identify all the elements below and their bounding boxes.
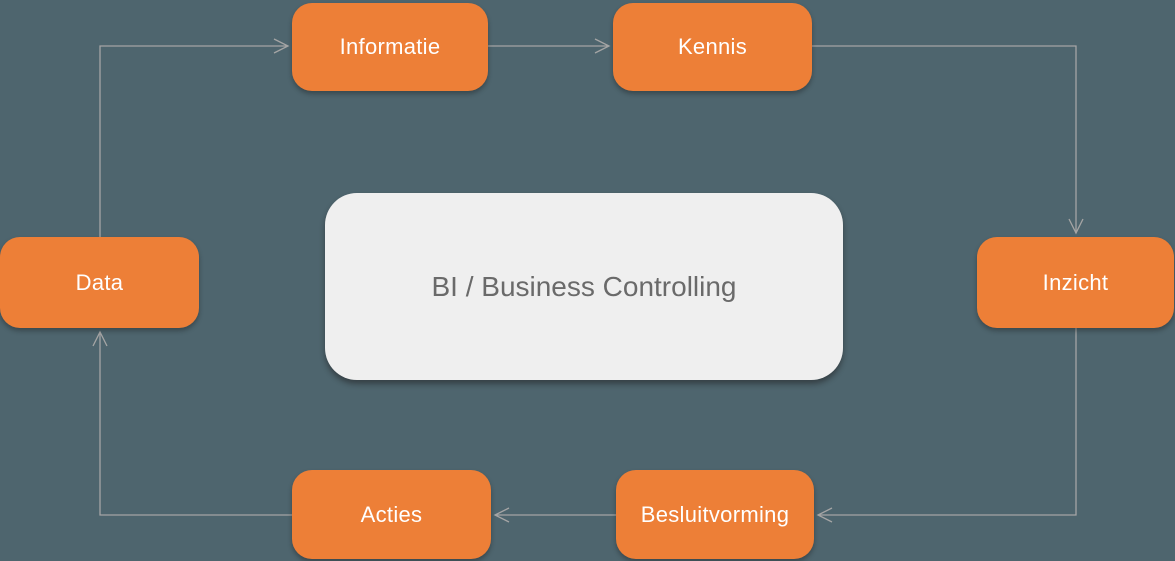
node-data: Data — [0, 237, 199, 328]
connector-acties-data-arrowhead — [92, 330, 108, 347]
connector-besluitvorming-acties-arrowhead — [493, 507, 510, 523]
node-kennis-label: Kennis — [677, 34, 748, 59]
node-acties: Acties — [292, 470, 491, 559]
connector-kennis-inzicht-arrowhead — [1068, 218, 1084, 235]
connector-acties-data — [99, 332, 292, 516]
connector-informatie-kennis-arrowhead — [594, 38, 611, 54]
node-acties-label: Acties — [360, 501, 423, 527]
node-inzicht: Inzicht — [977, 237, 1174, 328]
connector-data-informatie — [99, 45, 288, 237]
connector-data-informatie-arrowhead — [273, 38, 290, 54]
center-node-label: BI / Business Controlling — [431, 270, 737, 302]
node-kennis: Kennis — [613, 3, 812, 91]
connector-kennis-inzicht — [812, 45, 1077, 233]
node-informatie-label: Informatie — [339, 34, 441, 59]
node-besluitvorming-label: Besluitvorming — [640, 501, 790, 527]
center-node-bi-business-controlling: BI / Business Controlling — [325, 193, 843, 380]
connector-inzicht-besluitvorming-arrowhead — [816, 507, 833, 523]
node-besluitvorming: Besluitvorming — [616, 470, 814, 559]
node-data-label: Data — [75, 269, 124, 295]
node-inzicht-label: Inzicht — [1042, 269, 1109, 295]
node-informatie: Informatie — [292, 3, 488, 91]
connector-inzicht-besluitvorming — [818, 328, 1077, 516]
